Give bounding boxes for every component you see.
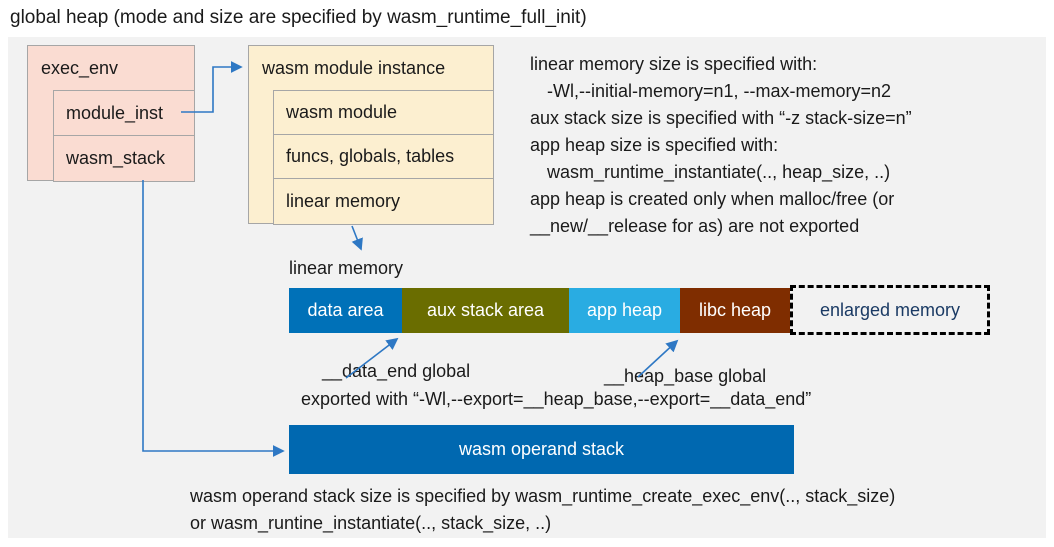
diagram-title: global heap (mode and size are specified…: [10, 7, 587, 28]
segment-data-area: data area: [289, 288, 402, 333]
enlarged-memory-box: enlarged memory: [790, 285, 990, 335]
wasm-stack-label: wasm_stack: [66, 148, 166, 168]
wasm-module-instance-header: wasm module instance: [262, 58, 446, 78]
libc-heap-label: libc heap: [698, 300, 772, 320]
linear-memory-bar: data area aux stack area app heap libc h…: [289, 288, 790, 333]
segment-libc-heap: libc heap: [680, 288, 790, 333]
note-line: -Wl,--initial-memory=n1, --max-memory=n2: [547, 81, 892, 101]
row-funcs-globals-tables: funcs, globals, tables: [273, 134, 494, 179]
footer-notes: wasm operand stack size is specified by …: [190, 483, 895, 537]
footer-note: or wasm_runtine_instantiate(.., stack_si…: [190, 513, 552, 533]
linear-memory-title: linear memory: [289, 258, 404, 278]
linear-memory-row-label: linear memory: [286, 191, 401, 211]
data-area-label: data area: [307, 300, 384, 320]
row-wasm-module: wasm module: [273, 90, 494, 135]
note-line: linear memory size is specified with:: [530, 54, 818, 74]
exec-env-row-module-inst: module_inst: [53, 90, 195, 136]
aux-stack-area-label: aux stack area: [426, 300, 545, 320]
funcs-globals-tables-label: funcs, globals, tables: [286, 146, 455, 166]
heap-base-label: __heap_base global: [604, 366, 767, 386]
enlarged-memory-label: enlarged memory: [819, 299, 961, 320]
note-line: aux stack size is specified with “-z sta…: [530, 108, 912, 128]
exec-env-header: exec_env: [41, 58, 119, 78]
exec-env-box: exec_env module_inst wasm_stack: [27, 45, 195, 182]
export-note: exported with “-Wl,--export=__heap_base,…: [301, 389, 812, 409]
wasm-operand-stack-bar: wasm operand stack: [289, 425, 794, 474]
note-line: wasm_runtime_instantiate(.., heap_size, …: [547, 162, 891, 182]
exec-env-row-wasm-stack: wasm_stack: [53, 135, 195, 182]
wasm-module-label: wasm module: [286, 102, 398, 122]
footer-note: wasm operand stack size is specified by …: [190, 486, 896, 506]
wasm-module-instance-box: wasm module instance wasm module funcs, …: [248, 45, 494, 225]
row-linear-memory: linear memory: [273, 178, 494, 225]
segment-aux-stack-area: aux stack area: [402, 288, 569, 333]
note-line: __new/__release for as) are not exported: [530, 216, 860, 236]
module-inst-label: module_inst: [66, 102, 164, 123]
linear-memory-notes: linear memory size is specified with: -W…: [530, 51, 912, 240]
wasm-operand-stack-label: wasm operand stack: [458, 439, 625, 459]
note-line: app heap is created only when malloc/fre…: [530, 189, 895, 209]
segment-app-heap: app heap: [569, 288, 680, 333]
app-heap-label: app heap: [586, 300, 663, 320]
note-line: app heap size is specified with:: [530, 135, 779, 155]
data-end-label: __data_end global: [322, 361, 471, 381]
